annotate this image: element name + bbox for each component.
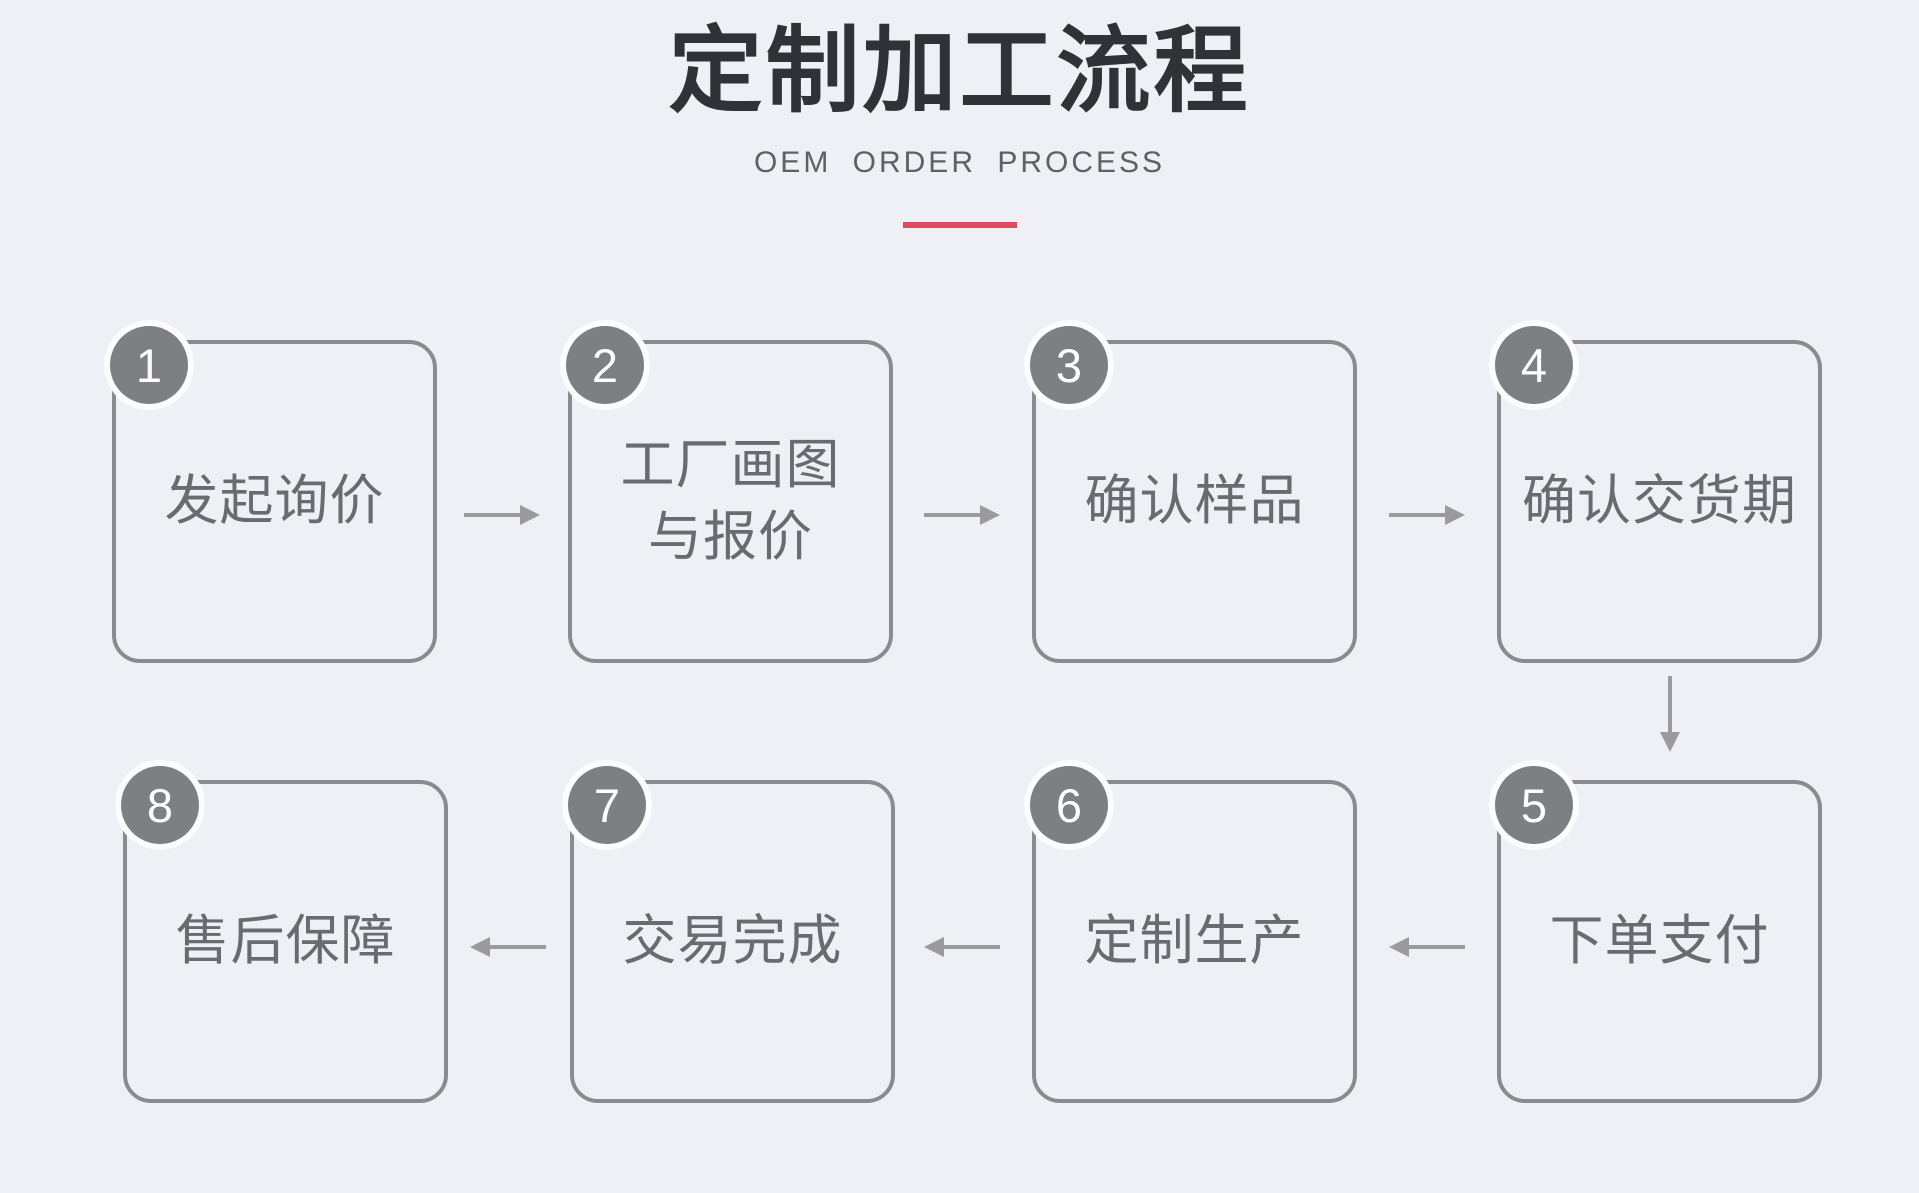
page-subtitle: OEM ORDER PROCESS <box>753 146 1166 179</box>
step-label: 发起询价 <box>164 470 385 531</box>
step-label: 定制生产 <box>1084 910 1305 971</box>
step-box-8: 8 售后保障 <box>121 766 448 1103</box>
step-box-3: 3 确认样品 <box>1030 326 1357 663</box>
step-box-2: 2 工厂画图 与报价 <box>566 326 893 663</box>
step-label: 售后保障 <box>175 910 396 971</box>
step-box-5: 5 下单支付 <box>1495 766 1822 1103</box>
step-label: 交易完成 <box>622 910 843 971</box>
step-6-number-badge: 6 <box>1030 766 1108 844</box>
arrow-down-icon <box>1660 676 1680 752</box>
arrow-left-icon <box>470 937 546 957</box>
step-number: 1 <box>135 338 163 392</box>
step-box-7: 7 交易完成 <box>568 766 895 1103</box>
step-number: 8 <box>146 778 174 832</box>
step-number: 6 <box>1055 778 1083 832</box>
arrow-left-icon <box>1389 937 1465 957</box>
step-3-number-badge: 3 <box>1030 326 1108 404</box>
step-4-number-badge: 4 <box>1495 326 1573 404</box>
step-number: 4 <box>1520 338 1548 392</box>
step-box-1: 1 发起询价 <box>110 326 437 663</box>
step-label: 确认样品 <box>1084 470 1305 531</box>
step-8-number-badge: 8 <box>121 766 199 844</box>
step-2-number-badge: 2 <box>566 326 644 404</box>
page-title: 定制加工流程 <box>668 18 1251 123</box>
step-number: 5 <box>1520 778 1548 832</box>
step-label: 确认交货期 <box>1522 470 1797 531</box>
arrow-right-icon <box>924 505 1000 525</box>
arrow-right-icon <box>1389 505 1465 525</box>
step-7-number-badge: 7 <box>568 766 646 844</box>
step-label: 下单支付 <box>1549 910 1770 971</box>
step-5-number-badge: 5 <box>1495 766 1573 844</box>
step-label: 工厂画图 与报价 <box>620 435 841 567</box>
title-divider <box>903 222 1017 228</box>
arrow-left-icon <box>924 937 1000 957</box>
step-number: 2 <box>591 338 619 392</box>
step-box-4: 4 确认交货期 <box>1495 326 1822 663</box>
step-1-number-badge: 1 <box>110 326 188 404</box>
step-number: 7 <box>593 778 621 832</box>
step-box-6: 6 定制生产 <box>1030 766 1357 1103</box>
step-number: 3 <box>1055 338 1083 392</box>
arrow-right-icon <box>464 505 540 525</box>
